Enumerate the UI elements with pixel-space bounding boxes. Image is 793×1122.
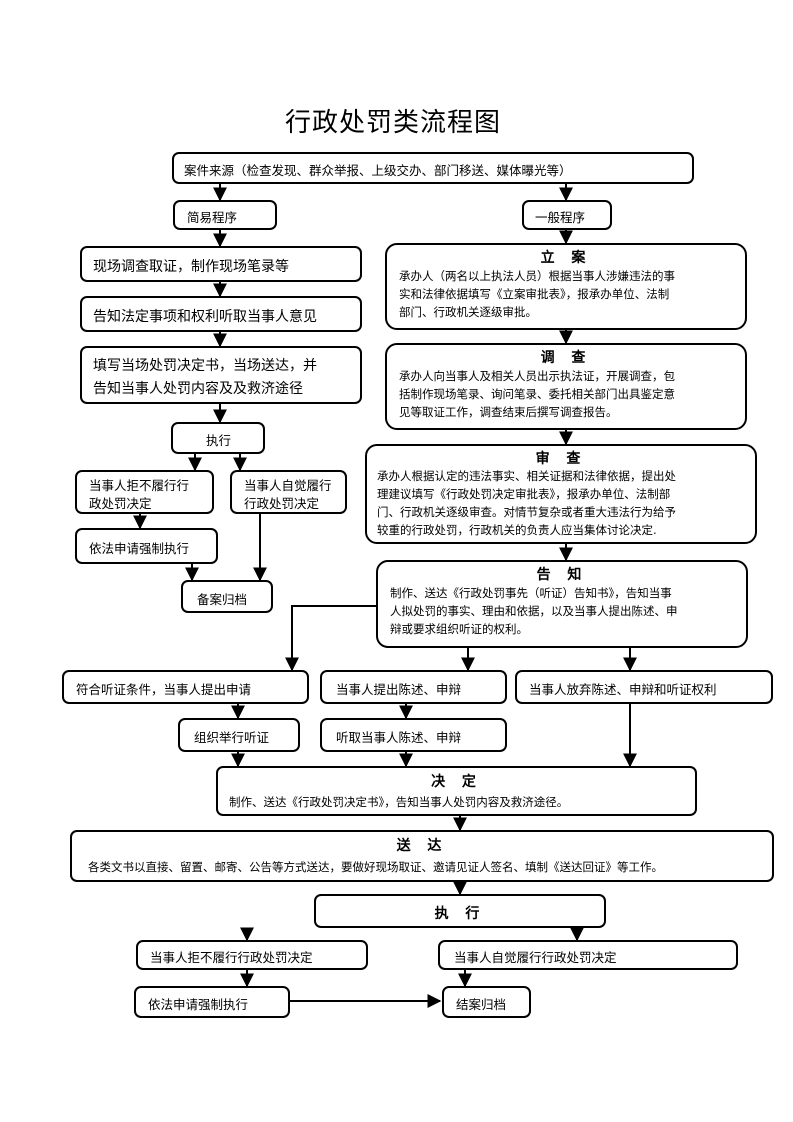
simple-refuse-line2: 政处罚决定 [89,496,152,511]
investigate-line2: 括制作现场笔录、询问笔录、委托相关部门出具鉴定意 [399,387,675,401]
simple-step-decision-line1: 填写当场处罚决定书，当场送达，并 [93,358,317,374]
notify-heading: 告 知 [536,567,588,583]
review-box: 审 查 承办人根据认定的违法事实、相关证据和法律依据，提出处 理建议填写《行政处… [365,444,757,544]
hearing-request-box: 符合听证条件，当事人提出申请 [62,670,309,704]
final-comply-box: 当事人自觉履行行政处罚决定 [438,940,738,970]
final-refuse-box: 当事人拒不履行行政处罚决定 [136,940,368,970]
investigate-box: 调 查 承办人向当事人及相关人员出示执法证，开展调查，包 括制作现场笔录、询问笔… [385,343,747,430]
waive-label: 当事人放弃陈述、申辩和听证权利 [529,682,717,697]
simple-refuse-box: 当事人拒不履行行 政处罚决定 [75,470,214,514]
statement-label: 当事人提出陈述、申辩 [336,682,462,697]
review-line3: 门、行政机关逐级审查。对情节复杂或者重大违法行为给予 [377,505,676,519]
listen-label: 听取当事人陈述、申辩 [336,730,462,745]
simple-step-investigate-text: 现场调查取证，制作现场笔录等 [93,259,289,275]
investigate-heading: 调 查 [540,350,592,366]
review-line2: 理建议填写《行政处罚决定审批表》，报承办单位、法制部 [377,487,671,501]
final-execute-label: 执 行 [434,906,486,922]
filing-line1: 承办人（两名以上执法人员）根据当事人涉嫌违法的事 [399,269,675,283]
hearing-request-label: 符合听证条件，当事人提出申请 [76,682,252,697]
simple-execute-box: 执行 [171,422,265,454]
page-title: 行政处罚类流程图 [285,108,502,138]
simple-archive-box: 备案归档 [181,580,273,613]
delivery-box: 送 达 各类文书以直接、留置、邮寄、公告等方式送达，要做好现场取证、邀请见证人签… [70,830,774,882]
delivery-heading: 送 达 [396,838,448,854]
notify-box: 告 知 制作、送达《行政处罚事先（听证）告知书》，告知当事 人拟处罚的事实、理由… [376,560,748,648]
notify-line3: 辩或要求组织听证的权利。 [390,622,528,636]
notify-line2: 人拟处罚的事实、理由和依据，以及当事人提出陈述、申 [390,604,678,618]
simple-step-notify-box: 告知法定事项和权利听取当事人意见 [80,296,362,332]
filing-heading: 立 案 [540,250,592,266]
filing-line2: 实和法律依据填写《立案审批表》，报承办单位、法制 [399,287,670,301]
review-line4: 较重的行政处罚，行政机关的负责人应当集体讨论决定. [377,523,657,537]
case-source-box: 案件来源（检查发现、群众举报、上级交办、部门移送、媒体曝光等） [172,152,694,184]
case-source-text: 案件来源（检查发现、群众举报、上级交办、部门移送、媒体曝光等） [184,163,572,178]
final-execute-box: 执 行 [314,894,606,928]
investigate-line1: 承办人向当事人及相关人员出示执法证，开展调查，包 [399,369,675,383]
delivery-text: 各类文书以直接、留置、邮寄、公告等方式送达，要做好现场取证、邀请见证人签名、填制… [88,860,663,874]
statement-box: 当事人提出陈述、申辩 [320,670,507,704]
decision-box: 决 定 制作、送达《行政处罚决定书》，告知当事人处罚内容及救济途径。 [216,766,697,816]
simple-step-decision-line2: 告知当事人处罚内容及及救济途径 [93,381,303,397]
simple-refuse-line1: 当事人拒不履行行 [89,478,190,493]
final-refuse-label: 当事人拒不履行行政处罚决定 [150,950,313,965]
filing-line3: 部门、行政机关逐级审批。 [399,305,537,319]
decision-text: 制作、送达《行政处罚决定书》，告知当事人处罚内容及救济途径。 [229,795,569,809]
simple-step-decision-box: 填写当场处罚决定书，当场送达，并 告知当事人处罚内容及及救济途径 [80,346,362,404]
simple-comply-line2: 行政处罚决定 [244,496,320,511]
hold-hearing-box: 组织举行听证 [178,718,300,752]
final-enforce-label: 依法申请强制执行 [148,997,249,1012]
close-case-box: 结案归档 [442,986,531,1018]
simple-archive-label: 备案归档 [197,592,248,607]
simple-procedure-label: 简易程序 [187,210,238,225]
simple-execute-label: 执行 [206,433,232,448]
notify-line1: 制作、送达《行政处罚事先（听证）告知书》，告知当事 [390,586,672,600]
simple-enforce-label: 依法申请强制执行 [89,541,190,556]
hold-hearing-label: 组织举行听证 [194,730,270,745]
simple-procedure-box: 简易程序 [173,200,277,230]
final-enforce-box: 依法申请强制执行 [134,986,290,1018]
filing-box: 立 案 承办人（两名以上执法人员）根据当事人涉嫌违法的事 实和法律依据填写《立案… [385,243,747,330]
listen-box: 听取当事人陈述、申辩 [320,718,507,752]
decision-heading: 决 定 [431,774,482,790]
waive-box: 当事人放弃陈述、申辩和听证权利 [515,670,773,704]
review-heading: 审 查 [535,451,587,467]
final-comply-label: 当事人自觉履行行政处罚决定 [454,950,617,965]
close-case-label: 结案归档 [456,997,507,1012]
simple-step-investigate-box: 现场调查取证，制作现场笔录等 [80,246,362,282]
general-procedure-label: 一般程序 [535,210,586,225]
simple-comply-box: 当事人自觉履行 行政处罚决定 [230,470,347,514]
investigate-line3: 见等取证工作，调查结束后撰写调查报告。 [399,405,618,419]
review-line1: 承办人根据认定的违法事实、相关证据和法律依据，提出处 [377,469,676,483]
simple-enforce-box: 依法申请强制执行 [75,528,218,564]
general-procedure-box: 一般程序 [522,200,612,230]
simple-step-notify-text: 告知法定事项和权利听取当事人意见 [93,309,317,325]
simple-comply-line1: 当事人自觉履行 [244,478,332,493]
